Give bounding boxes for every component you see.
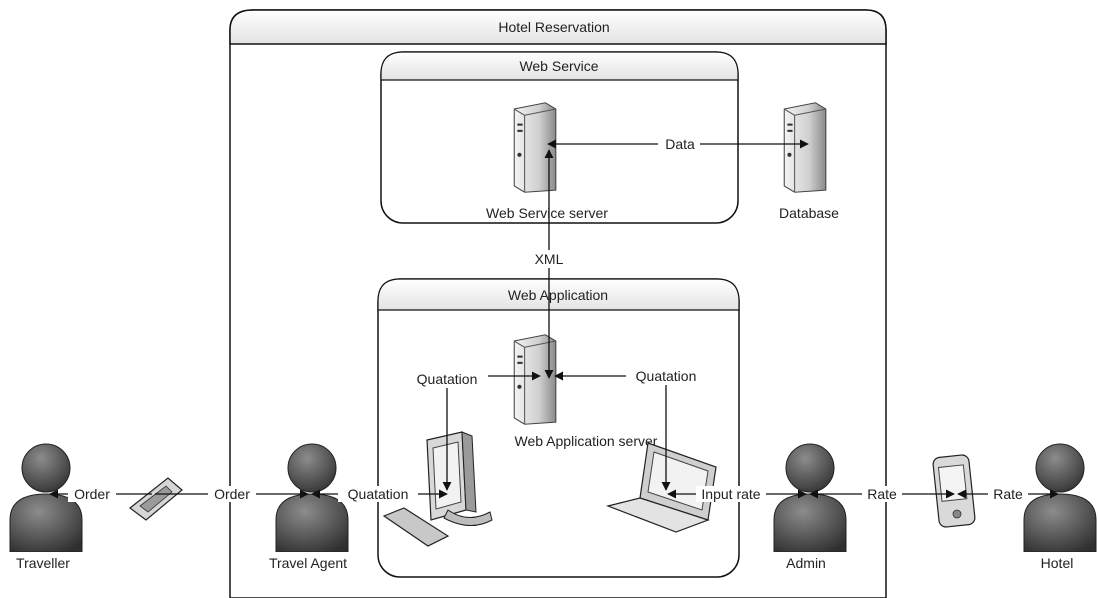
database-icon <box>783 102 827 193</box>
traveller-node: Traveller <box>9 443 83 571</box>
travel-agent-node: Travel Agent <box>269 443 349 571</box>
web-service-title: Web Service <box>519 58 598 74</box>
quotation-right-label: Quatation <box>636 368 697 384</box>
web-application-title: Web Application <box>508 287 608 303</box>
traveller-label: Traveller <box>16 555 70 571</box>
database-node: Database <box>779 102 839 221</box>
admin-label: Admin <box>786 555 826 571</box>
travel-agent-label: Travel Agent <box>269 555 347 571</box>
input-rate-label: Input rate <box>701 486 760 502</box>
hotel-reservation-title: Hotel Reservation <box>498 19 609 35</box>
order-label-1: Order <box>74 486 110 502</box>
database-label: Database <box>779 205 839 221</box>
data-label: Data <box>665 136 695 152</box>
web-service-server-label: Web Service server <box>486 205 608 221</box>
mobile-phone-icon <box>129 477 183 521</box>
pda-icon <box>932 454 976 528</box>
rate-label-1: Rate <box>867 486 897 502</box>
person-icon <box>1023 443 1097 552</box>
xml-label: XML <box>535 251 564 267</box>
quotation-agent-label: Quatation <box>348 486 409 502</box>
admin-node: Admin <box>773 443 847 571</box>
quotation-left-label: Quatation <box>417 371 478 387</box>
edge-labels: Data XML Quatation Quatation Order Order… <box>68 136 1028 502</box>
hotel-node: Hotel <box>1023 443 1097 571</box>
order-label-2: Order <box>214 486 250 502</box>
web-application-server-label: Web Application server <box>515 433 658 449</box>
hotel-label: Hotel <box>1041 555 1074 571</box>
web-service-container: Web Service <box>380 51 739 224</box>
rate-label-2: Rate <box>993 486 1023 502</box>
